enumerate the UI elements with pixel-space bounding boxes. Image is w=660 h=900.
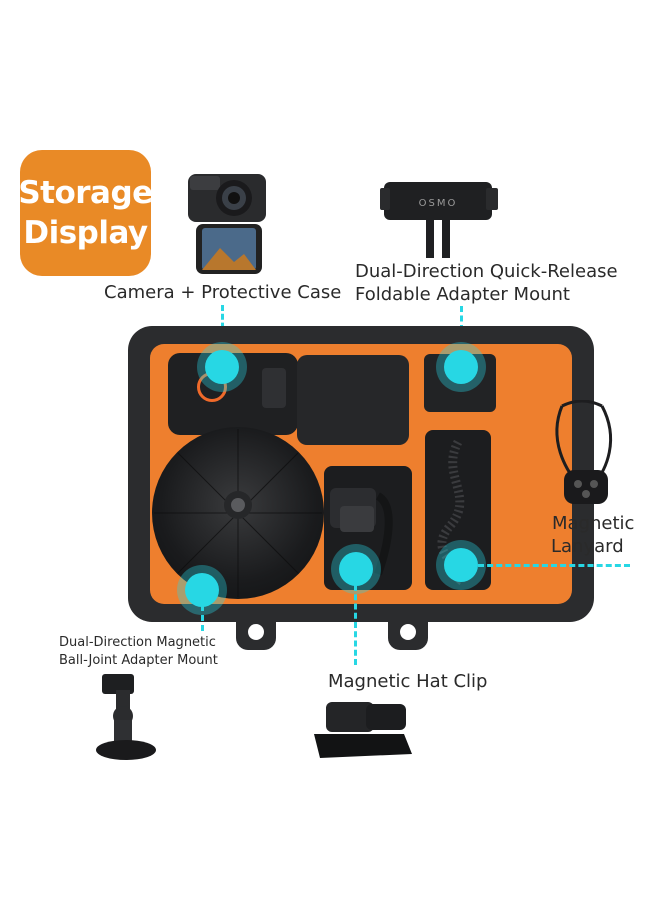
hat-clip-image [314, 702, 412, 758]
case-hinge-right [388, 616, 428, 650]
ball-joint-label-line1: Dual-Direction Magnetic [59, 635, 216, 650]
camera-callout-dot [205, 350, 239, 384]
ball-joint-mount-image [96, 674, 156, 760]
lanyard-label-line1: Magnetic [552, 513, 635, 534]
hat-clip-label: Magnetic Hat Clip [328, 671, 488, 692]
quick-release-mount-image: OSMO [380, 182, 498, 258]
storage-display-badge: Storage Display [18, 150, 153, 276]
badge-line2: Display [23, 215, 148, 251]
svg-text:OSMO: OSMO [419, 198, 458, 209]
badge-line1: Storage [18, 175, 153, 211]
camera-image [188, 174, 266, 274]
hat-clip-callout-dot [339, 552, 373, 586]
ball-joint-callout-dot [185, 573, 219, 607]
quick-release-callout-dot [444, 350, 478, 384]
hat-clip-shape [330, 488, 393, 576]
hat-clip-callout-line [354, 585, 357, 665]
lanyard-callout-dot [444, 548, 478, 582]
ball-joint-callout-line [201, 605, 204, 631]
suction-mount-facets [154, 429, 322, 597]
quick-release-label-line1: Dual-Direction Quick-Release [355, 261, 618, 282]
lanyard-callout-line [478, 564, 630, 567]
camera-label: Camera + Protective Case [104, 282, 342, 303]
camera-button [262, 368, 286, 408]
protective-case-in-case [297, 355, 409, 445]
lanyard-image [555, 400, 612, 504]
quick-release-label-line2: Foldable Adapter Mount [355, 284, 570, 305]
lanyard-label-line2: Lanyard [551, 536, 624, 557]
ball-joint-label-line2: Ball-Joint Adapter Mount [59, 653, 218, 668]
case-hinge-left [236, 616, 276, 650]
